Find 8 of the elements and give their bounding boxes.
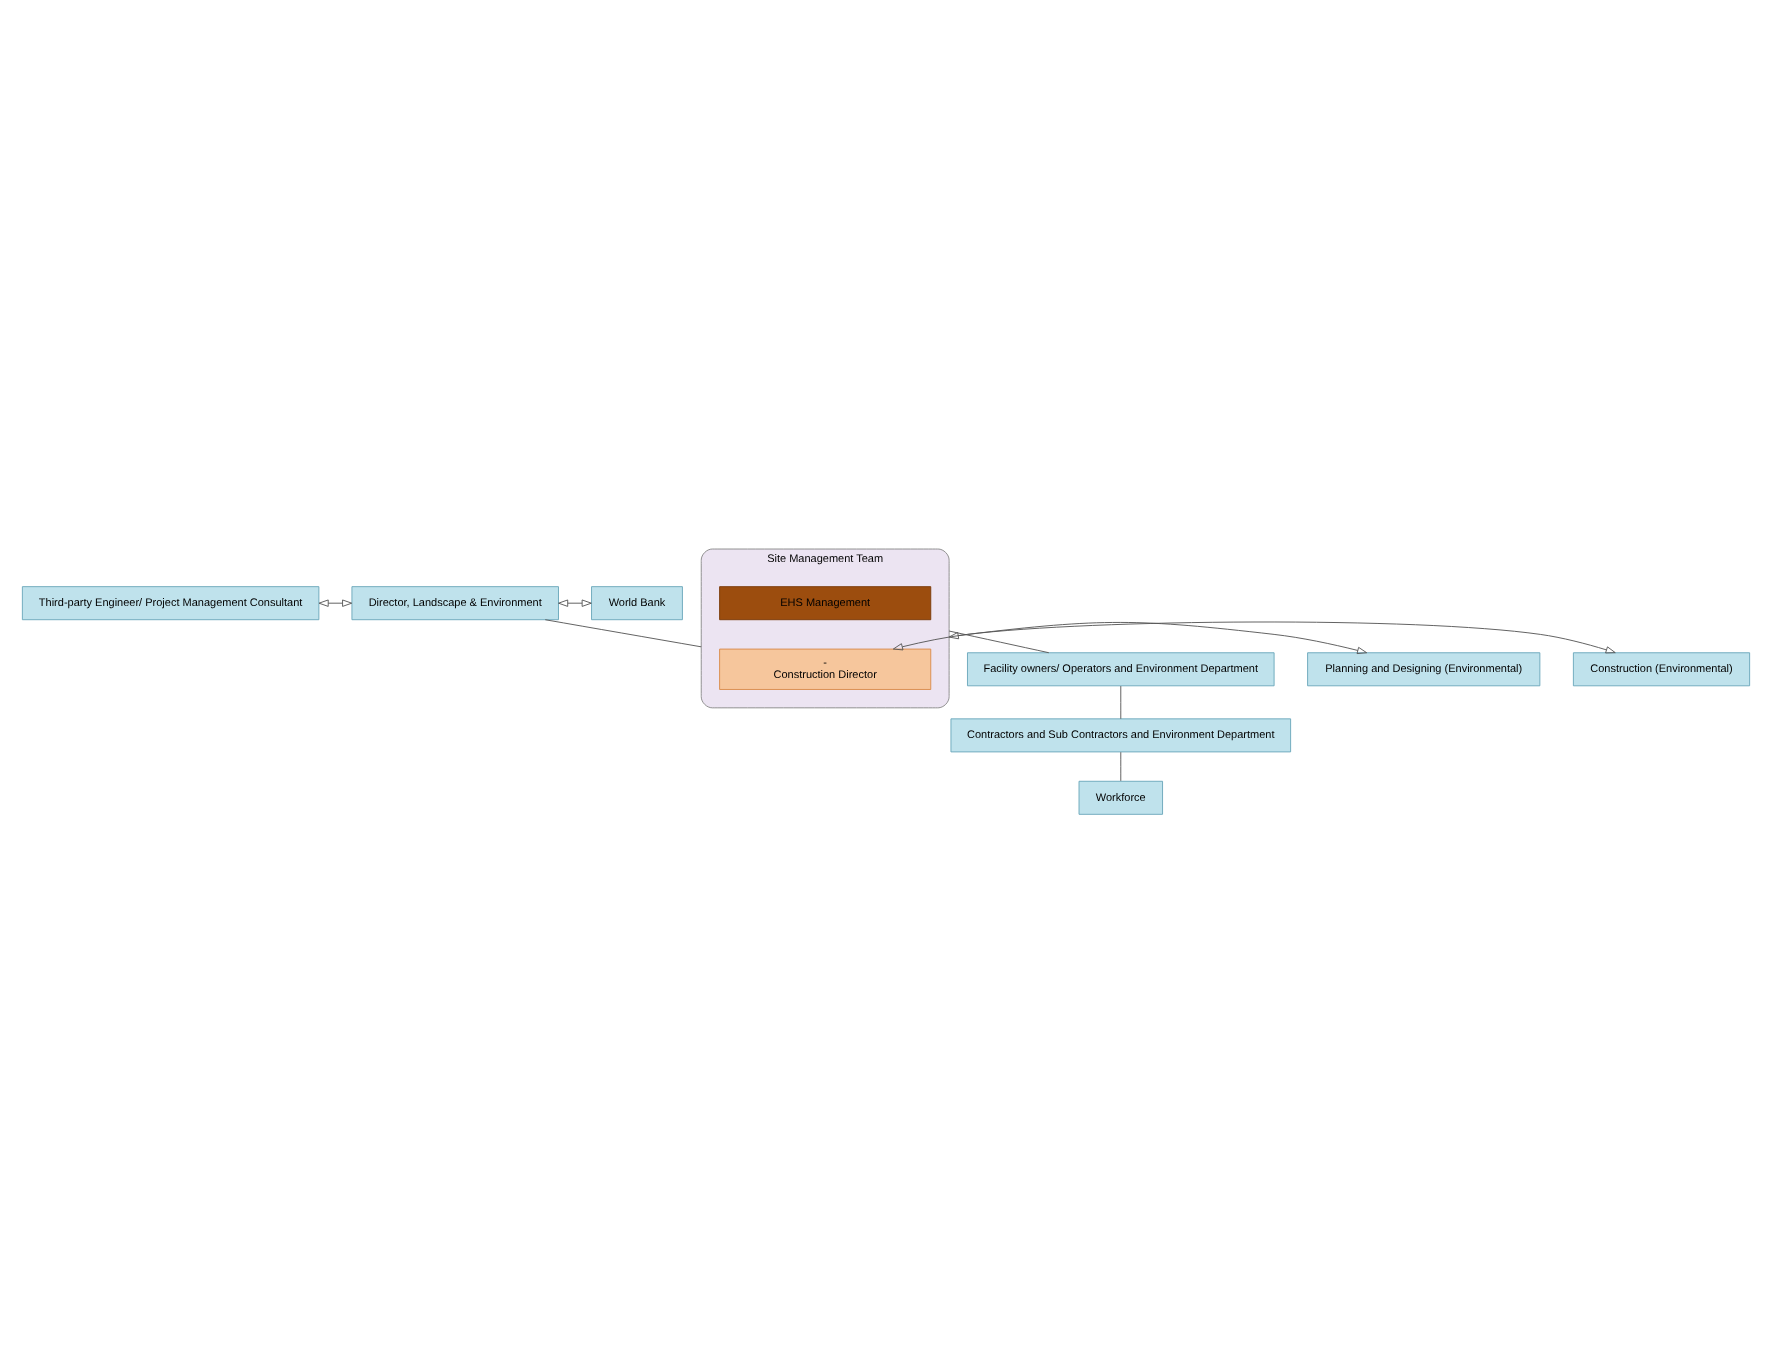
connector	[948, 630, 1050, 654]
connector	[544, 619, 702, 648]
connector	[1120, 751, 1122, 782]
arrow	[318, 599, 353, 607]
arrow	[892, 621, 1616, 654]
arrow	[558, 599, 592, 607]
arrow	[948, 621, 1368, 655]
connector	[1120, 685, 1122, 720]
